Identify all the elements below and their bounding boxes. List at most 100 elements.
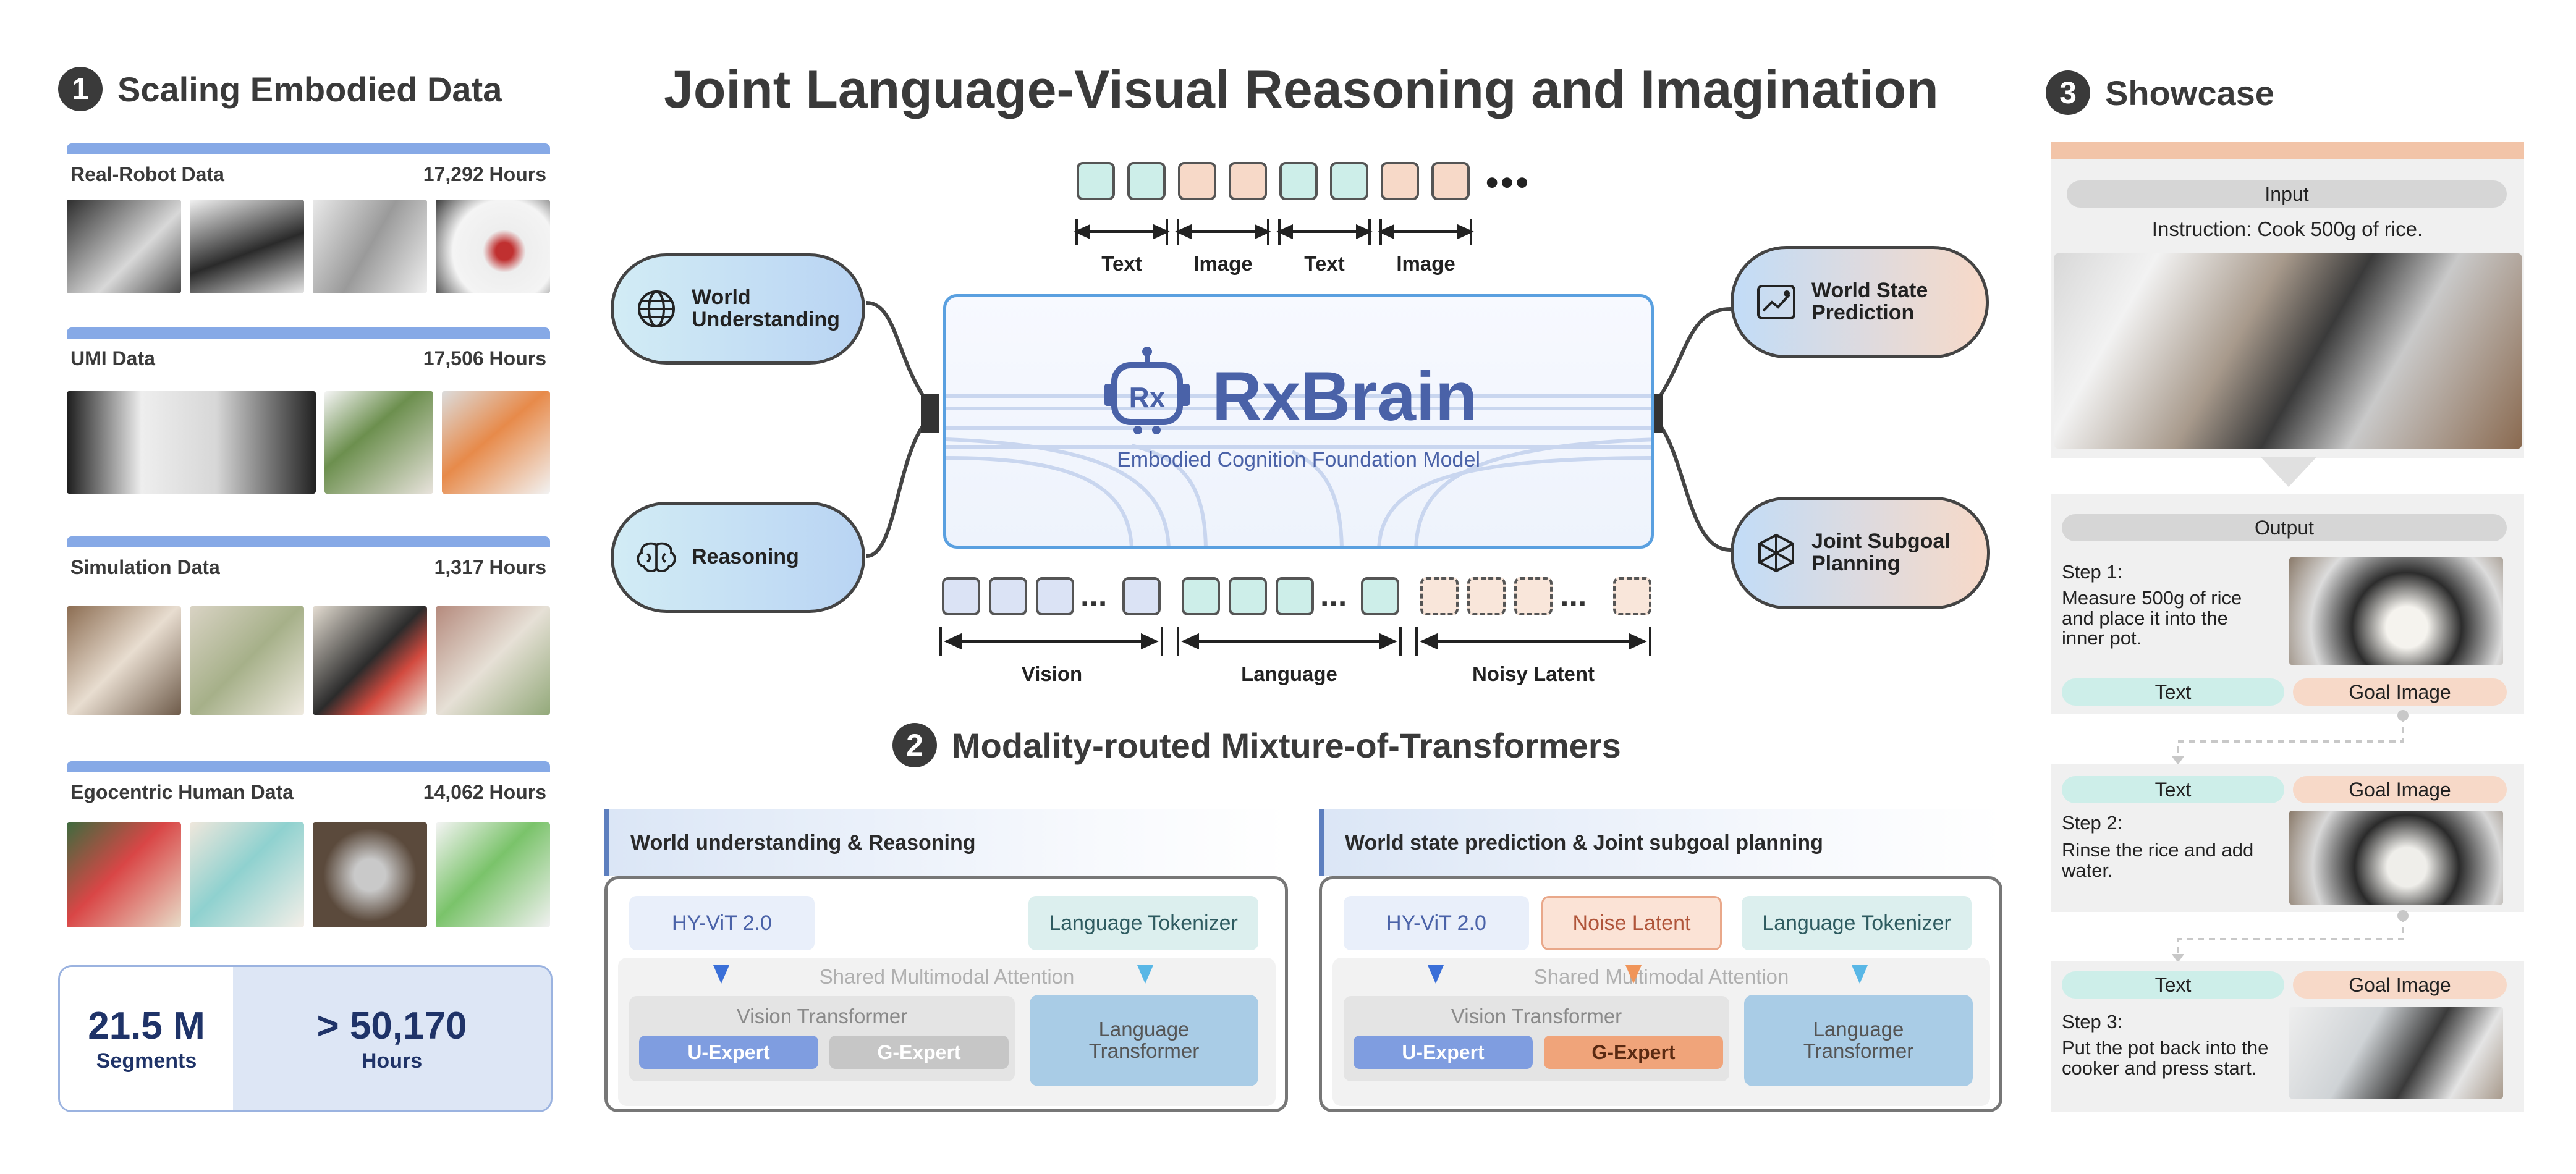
noisy-latent-token — [1514, 577, 1553, 615]
language-ellipsis: ... — [1320, 578, 1347, 614]
dataset-umi: UMI Data 17,506 Hours — [67, 327, 550, 494]
image-token — [1381, 162, 1419, 200]
step-3-title: Step 3: — [2062, 1011, 2123, 1033]
dataset-name: Real-Robot Data — [70, 163, 224, 185]
world-understanding-pill: World Understanding — [611, 253, 865, 365]
goal-image-tag: Goal Image — [2293, 678, 2507, 706]
section-number: 1 — [58, 67, 103, 111]
dataset-real-robot: Real-Robot Data 17,292 Hours — [67, 143, 550, 294]
robot-photo — [67, 200, 181, 294]
section-3-title: 3 Showcase — [2046, 70, 2274, 115]
routing-drop-icon — [1625, 965, 1642, 984]
dataset-hours: 17,506 Hours — [423, 347, 546, 370]
shared-attention-label: Shared Multimodal Attention — [819, 965, 1075, 988]
dataset-hours: 14,062 Hours — [423, 781, 546, 803]
umi-photo — [441, 391, 550, 494]
logo-text: Rx — [1129, 381, 1166, 413]
rice-cooker-photo — [2054, 253, 2522, 449]
step-2-title: Step 2: — [2062, 812, 2123, 834]
goal-image-step3 — [2289, 1007, 2503, 1099]
sim-photo — [436, 606, 550, 715]
goal-image-tag: Goal Image — [2293, 776, 2507, 803]
model-name: RxBrain — [1212, 358, 1478, 435]
language-token — [1361, 577, 1399, 615]
image-token — [1178, 162, 1216, 200]
segments-stat: 21.5 M Segments — [60, 967, 233, 1110]
sim-photo — [67, 606, 181, 715]
text-tag: Text — [2062, 678, 2284, 706]
vision-token — [942, 577, 980, 615]
text-token — [1279, 162, 1318, 200]
text-tag: Text — [2062, 776, 2284, 803]
more-dots: ••• — [1486, 163, 1531, 203]
dataset-hours: 17,292 Hours — [423, 163, 546, 185]
step-connector — [2172, 910, 2409, 963]
mot-understanding-header: World understanding & Reasoning — [604, 809, 1288, 876]
goal-image-step1 — [2289, 557, 2503, 665]
section-2-title: 2 Modality-routed Mixture-of-Transformer… — [892, 723, 1621, 767]
routing-drop-icon — [1428, 965, 1444, 984]
robot-photo — [313, 200, 427, 294]
brain-icon — [635, 536, 678, 579]
main-title: Joint Language-Visual Reasoning and Imag… — [664, 60, 1939, 119]
g-expert: G-Expert — [1544, 1036, 1723, 1069]
language-tokenizer-chip: Language Tokenizer — [1028, 896, 1258, 950]
token-label-image: Image — [1193, 252, 1253, 275]
umi-photo — [67, 391, 316, 494]
modality-span-arrows — [939, 627, 1651, 656]
noisy-latent-token — [1467, 577, 1506, 615]
text-token — [1330, 162, 1368, 200]
noise-latent-chip: Noise Latent — [1541, 896, 1722, 950]
language-token — [1276, 577, 1314, 615]
hours-stat: > 50,170 Hours — [233, 967, 551, 1110]
ego-photo — [190, 822, 304, 927]
text-token — [1127, 162, 1166, 200]
step-2-body: Rinse the rice and add water. — [2062, 839, 2254, 881]
language-token — [1182, 577, 1220, 615]
text-tag: Text — [2062, 971, 2284, 999]
vision-token — [989, 577, 1027, 615]
ego-photo — [436, 822, 550, 927]
world-state-prediction-pill: World State Prediction — [1731, 246, 1989, 358]
noisy-latent-token — [1420, 577, 1459, 615]
goal-image-tag: Goal Image — [2293, 971, 2507, 999]
modality-label-noisy-latent: Noisy Latent — [1472, 662, 1595, 685]
robot-logo-icon: Rx — [1104, 347, 1190, 434]
sim-photo — [313, 606, 427, 715]
section-number: 3 — [2046, 70, 2090, 115]
globe-icon — [635, 287, 678, 331]
dataset-name: Simulation Data — [70, 556, 220, 578]
model-subtitle: Embodied Cognition Foundation Model — [1117, 448, 1480, 471]
vision-token — [1122, 577, 1161, 615]
dataset-name: Egocentric Human Data — [70, 781, 294, 803]
g-expert: G-Expert — [829, 1036, 1009, 1069]
token-label-text: Text — [1101, 252, 1142, 275]
language-transformer-block: Language Transformer — [1744, 995, 1973, 1086]
u-expert: U-Expert — [639, 1036, 818, 1069]
showcase-accent-bar — [2051, 142, 2524, 159]
token-span-arrows — [1074, 219, 1474, 245]
vision-transformer-label: Vision Transformer — [736, 1005, 908, 1028]
rxbrain-core: Rx RxBrain Embodied Cognition Foundation… — [943, 294, 1654, 549]
image-token — [1229, 162, 1267, 200]
section-number: 2 — [892, 723, 937, 767]
step-3-body: Put the pot back into the cooker and pre… — [2062, 1037, 2269, 1079]
noisy-latent-token — [1613, 577, 1651, 615]
shared-attention-label: Shared Multimodal Attention — [1533, 965, 1789, 988]
routing-drop-icon — [713, 965, 729, 984]
data-stats-box: 21.5 M Segments > 50,170 Hours — [58, 965, 553, 1112]
ego-photo — [313, 822, 427, 927]
token-label-text: Text — [1304, 252, 1345, 275]
instruction-text: Instruction: Cook 500g of rice. — [2151, 217, 2423, 240]
dataset-simulation: Simulation Data 1,317 Hours — [67, 536, 550, 715]
step-1-body: Measure 500g of rice and place it into t… — [2062, 587, 2242, 649]
step-connector — [2172, 710, 2409, 765]
text-token — [1077, 162, 1115, 200]
ego-photo — [67, 822, 181, 927]
input-label: Input — [2067, 180, 2507, 208]
connector-lines — [866, 301, 1731, 558]
vit-chip: HY-ViT 2.0 — [629, 896, 815, 950]
sim-photo — [190, 606, 304, 715]
robot-photo — [190, 200, 304, 294]
modality-label-vision: Vision — [1021, 662, 1083, 685]
